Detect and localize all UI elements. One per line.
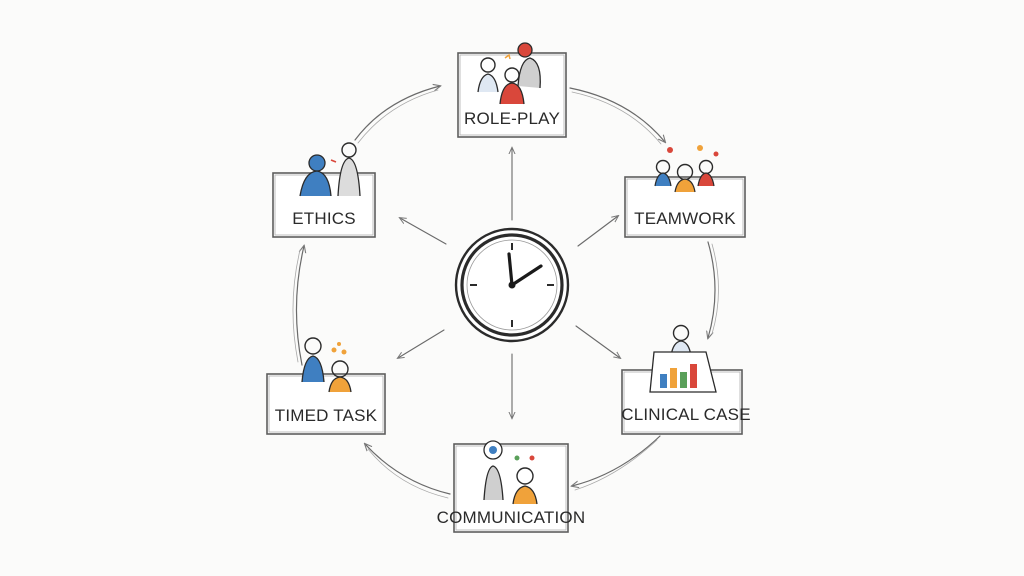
arrow-timedtask-to-ethics <box>295 246 304 366</box>
radial-arrow-clinical <box>575 325 620 358</box>
roleplay-people-icon <box>477 42 541 105</box>
node-label-role-play: ROLE-PLAY <box>464 109 560 128</box>
task-people-icon <box>301 337 352 393</box>
node-ethics: ETHICS <box>272 142 376 238</box>
radial-arrows <box>398 148 620 418</box>
arrow-clinical-to-communication <box>572 435 661 486</box>
node-communication: COMMUNICATION <box>437 440 586 533</box>
arrow-ethics-to-roleplay <box>354 86 440 141</box>
cycle-arrows <box>292 86 719 499</box>
clock-icon <box>454 227 570 343</box>
node-role-play: ROLE-PLAY <box>457 42 567 138</box>
node-teamwork: TEAMWORK <box>624 145 746 238</box>
node-label-clinical-case: CLINICAL CASE <box>621 405 751 424</box>
node-label-timed-task: TIMED TASK <box>275 406 378 425</box>
arrow-roleplay-to-teamwork <box>569 87 665 142</box>
clinical-chart-icon <box>649 324 717 393</box>
node-clinical-case: CLINICAL CASE <box>621 324 751 435</box>
node-label-teamwork: TEAMWORK <box>634 209 736 228</box>
team-group-icon <box>654 145 719 193</box>
radial-arrow-ethics <box>400 218 447 245</box>
node-label-ethics: ETHICS <box>292 209 356 228</box>
node-label-communication: COMMUNICATION <box>437 508 586 527</box>
conversation-icon <box>483 440 538 505</box>
radial-arrow-timedtask <box>398 329 445 358</box>
arrow-communication-to-timedtask <box>365 444 451 495</box>
arrow-teamwork-to-clinical <box>708 241 716 338</box>
discussion-people-icon <box>299 142 361 197</box>
radial-arrow-teamwork <box>577 216 618 247</box>
node-timed-task: TIMED TASK <box>266 337 386 435</box>
